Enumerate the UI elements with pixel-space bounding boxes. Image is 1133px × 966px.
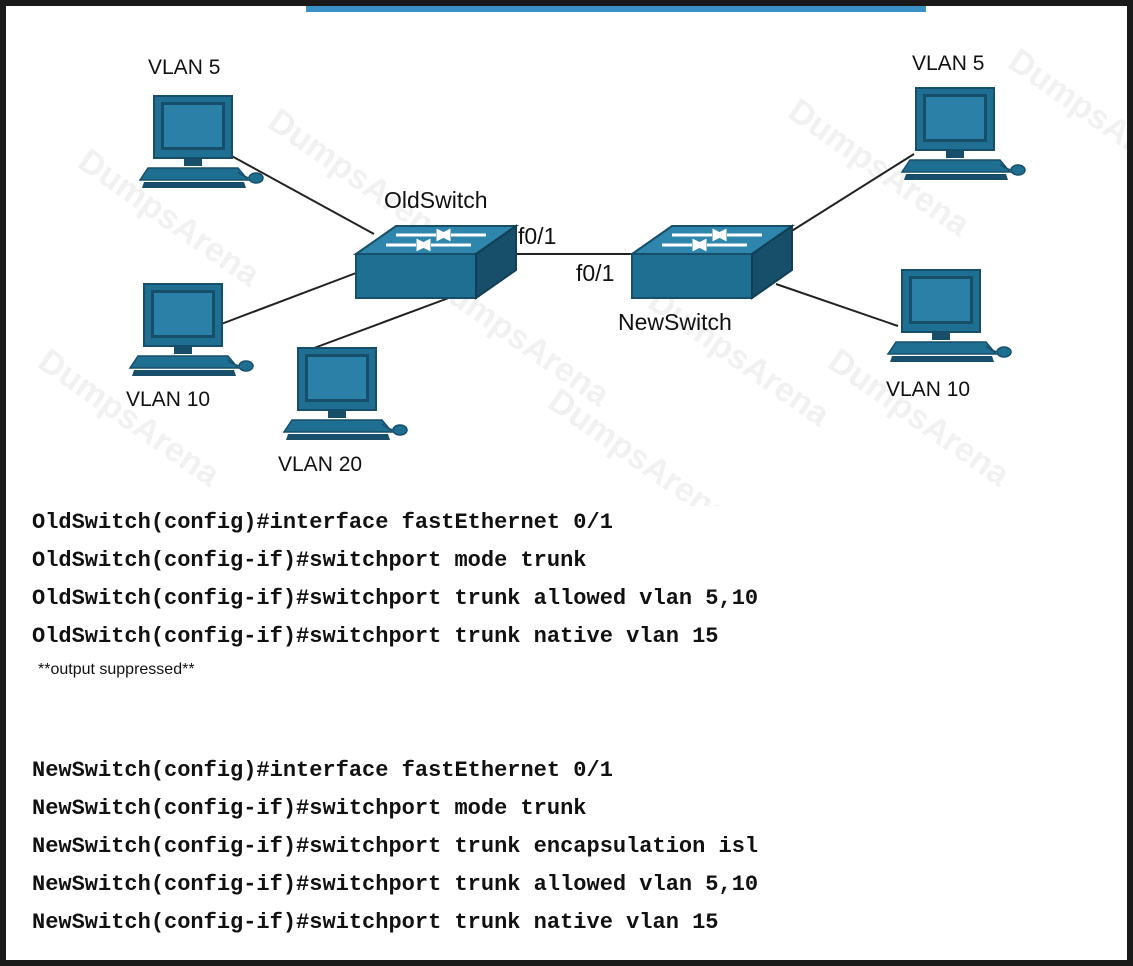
vlan-label: VLAN 10: [126, 388, 210, 411]
switch-name: OldSwitch: [384, 187, 488, 213]
config-line-newswitch: NewSwitch(config-if)#switchport trunk al…: [32, 872, 759, 897]
link-left-mid: [215, 269, 365, 327]
spacer: [32, 684, 758, 752]
pc-icon: [129, 283, 254, 377]
pc-icon: [887, 269, 1012, 363]
vlan-label: VLAN 20: [278, 453, 362, 476]
pc-right-bottom: VLAN 10: [886, 269, 1012, 401]
link-left-bottom: [305, 295, 455, 352]
svg-text:DumpsArena: DumpsArena: [641, 281, 837, 434]
exhibit-frame: DumpsArena DumpsArena DumpsArena DumpsAr…: [6, 6, 1127, 960]
svg-text:DumpsArena: DumpsArena: [71, 141, 267, 294]
vlan-label: VLAN 10: [886, 378, 970, 401]
newswitch: NewSwitch f0/1: [576, 224, 794, 335]
svg-text:DumpsArena: DumpsArena: [541, 381, 737, 506]
config-line-newswitch: NewSwitch(config-if)#switchport trunk en…: [32, 834, 759, 859]
pc-left-mid: VLAN 10: [126, 283, 254, 411]
config-line-newswitch: NewSwitch(config)#interface fastEthernet…: [32, 758, 613, 783]
pc-icon: [139, 95, 264, 189]
pc-left-bottom: VLAN 20: [278, 347, 408, 476]
links: [215, 153, 915, 352]
pc-icon: [901, 87, 1026, 181]
pc-right-top: VLAN 5: [901, 52, 1026, 181]
svg-text:DumpsArena: DumpsArena: [821, 341, 1017, 494]
network-topology-diagram: DumpsArena DumpsArena DumpsArena DumpsAr…: [31, 41, 1127, 506]
oldswitch: OldSwitch f0/1: [354, 187, 556, 300]
config-line-oldswitch: OldSwitch(config-if)#switchport trunk na…: [32, 624, 719, 649]
config-line-oldswitch: OldSwitch(config)#interface fastEthernet…: [32, 510, 613, 535]
config-line-oldswitch: OldSwitch(config-if)#switchport mode tru…: [32, 548, 587, 573]
config-line-oldswitch: OldSwitch(config-if)#switchport trunk al…: [32, 586, 759, 611]
vlan-label: VLAN 5: [912, 52, 984, 75]
switch-name: NewSwitch: [618, 309, 732, 335]
switch-icon: [630, 224, 794, 300]
config-output: OldSwitch(config)#interface fastEthernet…: [32, 504, 758, 942]
port-label: f0/1: [576, 260, 614, 286]
pc-left-top: VLAN 5: [139, 56, 264, 189]
output-suppressed-note: **output suppressed**: [38, 661, 195, 678]
vlan-label: VLAN 5: [148, 56, 220, 79]
switch-icon: [354, 224, 518, 300]
config-line-newswitch: NewSwitch(config-if)#switchport mode tru…: [32, 796, 587, 821]
config-line-newswitch: NewSwitch(config-if)#switchport trunk na…: [32, 910, 719, 935]
top-accent-strip: [306, 6, 926, 12]
pc-icon: [283, 347, 408, 441]
link-left-top: [227, 153, 375, 235]
port-label: f0/1: [518, 223, 556, 249]
link-right-top: [770, 153, 915, 245]
link-right-bottom: [775, 283, 899, 327]
